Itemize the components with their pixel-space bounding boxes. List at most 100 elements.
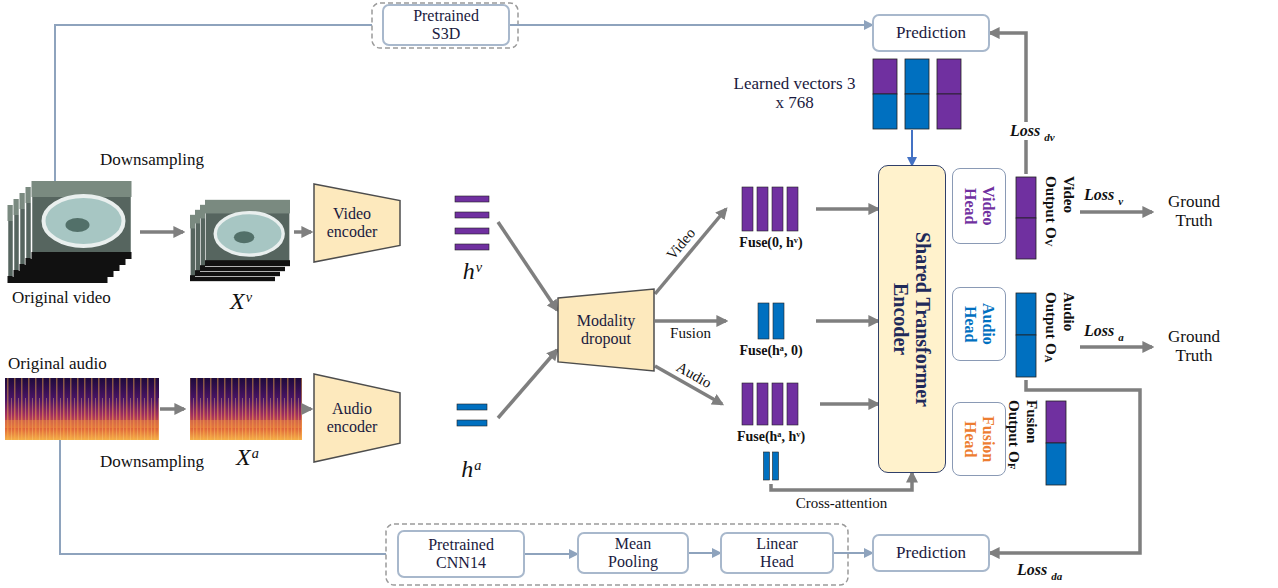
node-label: Video encoder [327,205,378,240]
annotation-text: Xᵃ [236,444,260,472]
arrow-connector [820,402,878,406]
arrow-connector [689,552,720,554]
node-label: Fuse(0, hᵛ) [739,235,802,250]
encoder-trapezoid: Video encoder [313,183,401,263]
downsampled-spectrogram [190,378,302,440]
head-box: Audio Head [952,287,1006,361]
node-label: Modality dropout [577,312,636,347]
loss-label: Loss [1015,561,1049,579]
arrow-connector [510,24,872,26]
arrow-connector [525,553,577,555]
node-label: Mean Pooling [608,535,658,570]
node-label: F [1006,463,1017,469]
output-vector: Video OutputOV [1012,174,1080,262]
vector-bars [871,58,967,130]
node-label: Fuse(hᵃ, hᵛ) [737,429,805,444]
transformer-block: Shared Transformer Encoder [878,165,946,473]
node-label: Pretrained CNN14 [428,536,494,571]
fused-tokens: Fuse(hᵃ, hᵛ) [722,382,820,484]
arrow-connector [498,222,557,310]
feature-bars: hᵃ [446,400,498,492]
node-label: O [1043,227,1059,239]
annotation-text: Xᵛ [230,288,251,316]
node-label: O [1006,451,1022,463]
node-label: hᵃ [461,456,483,482]
output-bar [1015,292,1037,378]
prediction-box: Prediction [872,534,990,572]
loss-subscript: dv [1042,131,1056,144]
arrow-connector [1080,345,1152,349]
output-vector: Fusion OutputOF [1002,398,1070,488]
loss-subscript: a [1116,331,1126,344]
arrow-connector [816,319,878,323]
arrow-connector [990,33,1026,174]
arrow-connector [990,380,1140,553]
node-label: O [1043,343,1059,355]
model-box: Pretrained CNN14 [397,530,525,578]
encoder-trapezoid: Audio encoder [313,373,401,463]
output-bar [1045,400,1067,486]
node-label: Video Head [962,186,997,225]
downsampled-video-frames [190,200,290,281]
node-label: Shared Transformer Encoder [890,232,934,407]
arrow-connector [834,552,872,554]
arrow-connector [911,130,913,165]
node-label: Fuse(hᵃ, 0) [739,343,802,358]
head-box: Fusion Head [952,402,1006,476]
dashed-group-box [372,3,518,48]
loss-label: Loss [1008,122,1042,140]
annotation-text: Downsampling [100,150,204,170]
node-label: Learned vectors 3 x 768 [734,74,856,112]
node-label: Ground Truth [1168,192,1220,230]
annotation-text: Original audio [8,354,107,374]
arrow-connector [498,350,557,418]
node-label: Audio Output [1043,292,1076,339]
original-video-frames [8,181,132,283]
node-label: Audio Head [962,303,997,345]
node-label: V [1043,239,1054,247]
node-label: Prediction [896,23,966,42]
learned-vectors: Learned vectors 3 x 768 [722,58,967,130]
node-label: Pretrained S3D [413,7,479,42]
edge-label: Cross-attention [794,495,890,512]
head-box: Video Head [952,168,1006,244]
output-vector: Audio OutputOA [1012,290,1080,380]
node-label: Fusion Head [962,416,997,462]
feature-bars: hᵛ [446,192,498,290]
arrow-connector [655,209,726,294]
dropout-block: Modality dropout [557,288,655,372]
node-label: Ground Truth [1168,327,1220,365]
arrow-connector [771,473,912,490]
target-text: Ground Truth [1152,325,1236,369]
node-label: Audio encoder [327,400,378,435]
model-box: Pretrained S3D [382,4,510,45]
node-label: Fusion Output [1006,400,1039,447]
process-box: Mean Pooling [577,532,689,574]
fused-tokens: Fuse(0, hᵛ) [726,186,816,258]
loss-subscript: v [1116,195,1125,208]
prediction-box: Prediction [872,14,990,52]
output-bar [1015,176,1037,260]
arrow-connector [655,319,726,323]
edge-label: Video [662,223,700,264]
annotation-text: Downsampling [100,452,204,472]
fused-tokens: Fuse(hᵃ, 0) [726,302,816,364]
loss-subscript: da [1049,570,1064,583]
annotation-text: Original video [12,288,111,308]
node-label: hᵛ [463,258,482,284]
node-label: Video Output [1043,176,1076,223]
edge-label: Fusion [668,325,713,342]
loss-label: Loss [1082,186,1116,204]
original-spectrogram [5,378,159,440]
arrow-connector [816,207,878,211]
loss-label: Loss [1082,322,1116,340]
process-box: Linear Head [720,532,834,574]
flow-arrows [140,232,311,409]
target-text: Ground Truth [1152,190,1236,234]
node-label: Linear Head [756,535,798,570]
node-label: Prediction [896,543,966,562]
node-label: A [1043,355,1054,363]
dashed-group-box [386,524,848,585]
arrow-connector [1080,210,1152,214]
